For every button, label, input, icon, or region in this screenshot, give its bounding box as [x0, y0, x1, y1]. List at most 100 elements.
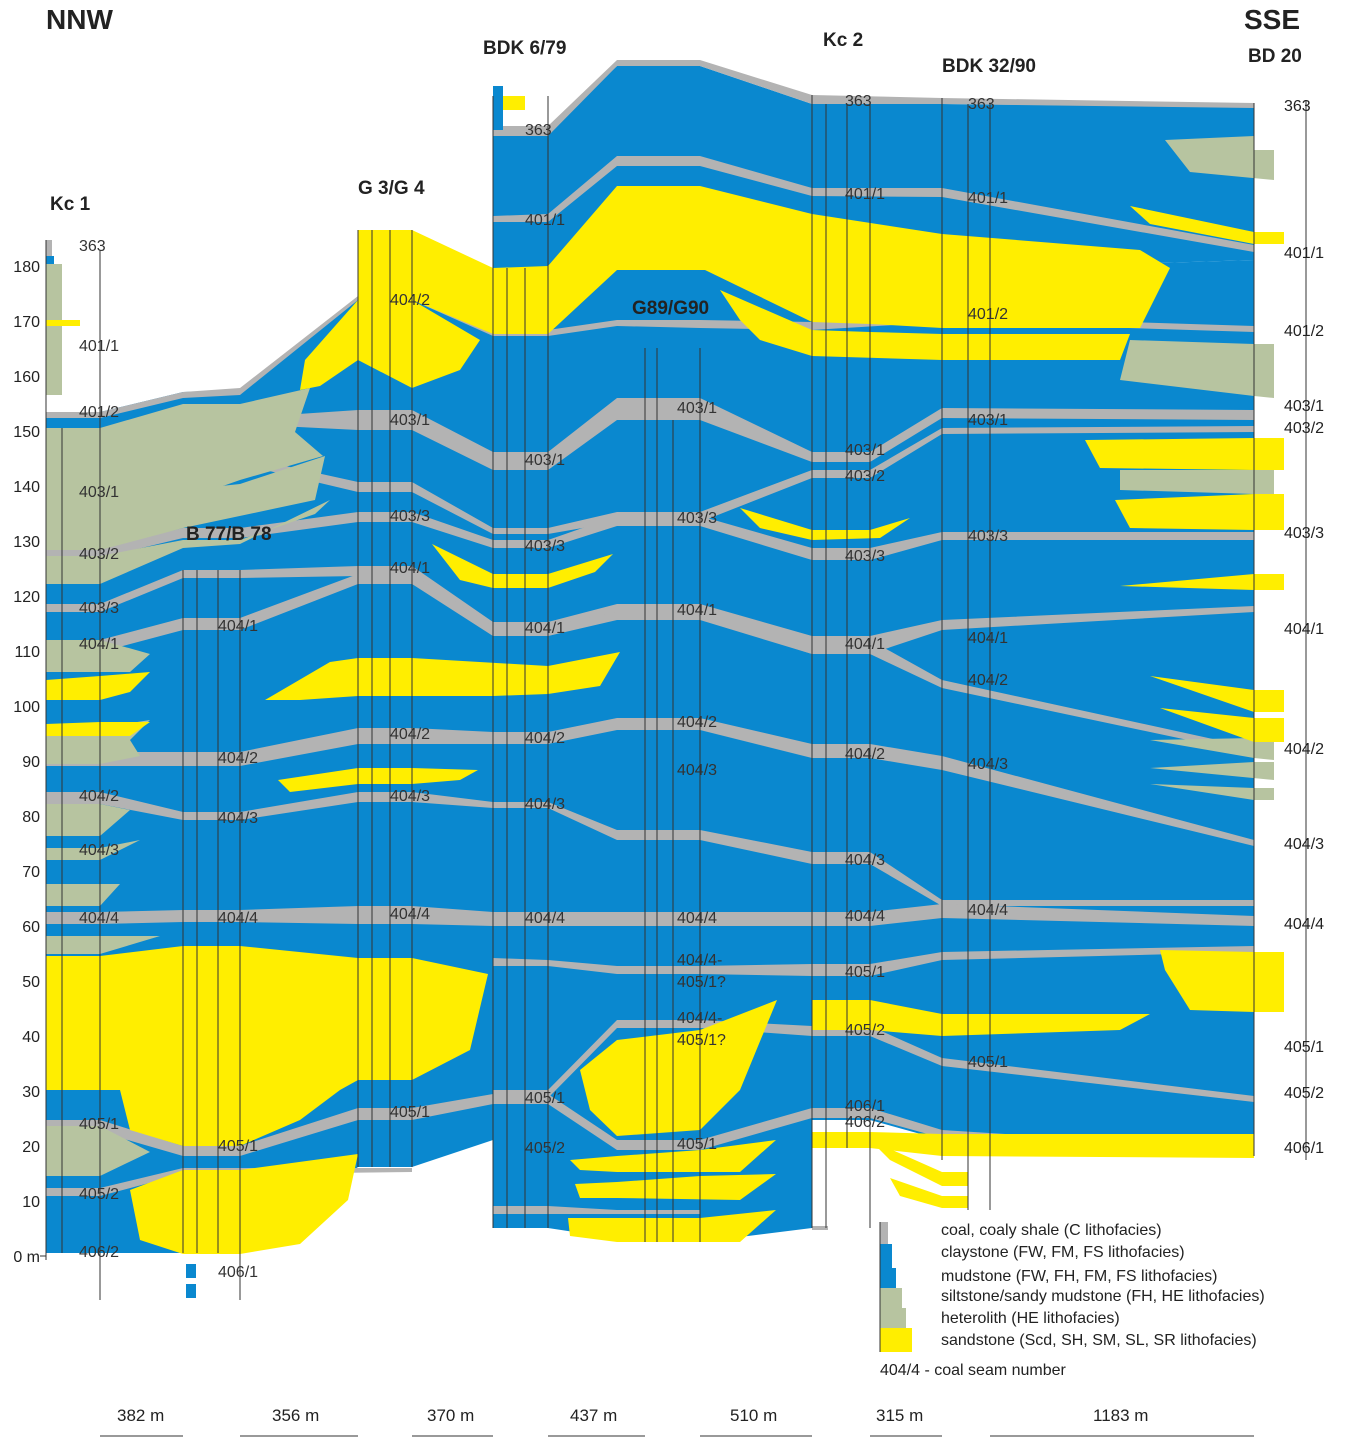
- seam-label: 403/3: [677, 510, 718, 527]
- seam-label: 404/1: [390, 560, 431, 577]
- legend-seam-note: 404/4 - coal seam number: [880, 1362, 1066, 1379]
- seam-label: 406/1: [1284, 1140, 1325, 1157]
- seam-label: 363: [79, 238, 106, 255]
- seam-label: 404/1: [845, 636, 886, 653]
- borehole-bd20: BD 20: [1248, 46, 1302, 67]
- column-fragments: [46, 86, 828, 1298]
- y-tick: 130: [13, 534, 40, 551]
- seam-label: 401/2: [1284, 323, 1325, 340]
- seam-label: 405/1: [390, 1104, 431, 1121]
- legend-item-siltstone: siltstone/sandy mudstone (FH, HE lithofa…: [941, 1288, 1265, 1305]
- seam-label: 401/1: [1284, 245, 1325, 262]
- seam-label: 403/3: [845, 548, 886, 565]
- seam-label: 403/3: [525, 538, 566, 555]
- seam-label: 405/1: [968, 1054, 1009, 1071]
- y-tick: 140: [13, 479, 40, 496]
- seam-label: 403/2: [1284, 420, 1325, 437]
- distance-label: 315 m: [876, 1406, 924, 1425]
- seam-label: 404/4: [1284, 916, 1325, 933]
- seam-label: 404/2: [845, 746, 886, 763]
- seam-label: 404/1: [218, 618, 259, 635]
- seam-label: 406/1: [218, 1264, 259, 1281]
- seam-label: 363: [968, 96, 995, 113]
- legend-swatches: [879, 1222, 912, 1352]
- borehole-lines: [40, 95, 1307, 1300]
- seam-label: 404/3: [968, 756, 1009, 773]
- seam-label: 363: [1284, 98, 1311, 115]
- y-tick: 120: [13, 589, 40, 606]
- seam-label: 404/1: [968, 630, 1009, 647]
- distance-label: 370 m: [427, 1406, 475, 1425]
- seam-label: 405/1: [79, 1116, 120, 1133]
- legend-item-heterolith: heterolith (HE lithofacies): [941, 1310, 1120, 1327]
- seam-label: 403/3: [390, 508, 431, 525]
- y-tick: 90: [22, 754, 40, 771]
- seam-label: 404/1: [1284, 621, 1325, 638]
- y-tick: 160: [13, 369, 40, 386]
- distance-label: 437 m: [570, 1406, 618, 1425]
- y-tick: 30: [22, 1084, 40, 1101]
- y-tick: 0 m: [13, 1249, 40, 1266]
- seam-label: 403/3: [968, 528, 1009, 545]
- seam-label: 404/3: [677, 762, 718, 779]
- seam-label: 404/2: [218, 750, 259, 767]
- seam-label: 363: [845, 93, 872, 110]
- seam-label: 403/2: [79, 546, 120, 563]
- y-tick: 40: [22, 1029, 40, 1046]
- seam-label: 405/2: [79, 1186, 120, 1203]
- seam-label: 404/4-: [677, 952, 723, 969]
- seam-label: 403/1: [677, 400, 718, 417]
- seam-label: 404/4: [968, 902, 1009, 919]
- seam-label: 405/1?: [677, 1032, 726, 1049]
- y-tick: 150: [13, 424, 40, 441]
- seam-label: 404/4: [677, 910, 718, 927]
- seam-label: 404/4: [218, 910, 259, 927]
- legend-item-mudstone: mudstone (FW, FH, FM, FS lithofacies): [941, 1268, 1218, 1285]
- seam-label: 403/1: [525, 452, 566, 469]
- seam-label: 404/4: [79, 910, 120, 927]
- seam-label: 403/1: [968, 412, 1009, 429]
- y-tick: 60: [22, 919, 40, 936]
- seam-label: 405/1: [845, 964, 886, 981]
- seam-label: 404/3: [845, 852, 886, 869]
- seam-label: 404/3: [525, 796, 566, 813]
- seam-label: 405/2: [525, 1140, 566, 1157]
- legend-item-claystone: claystone (FW, FM, FS lithofacies): [941, 1244, 1185, 1261]
- y-tick: 20: [22, 1139, 40, 1156]
- seam-label: 404/4: [845, 908, 886, 925]
- seam-label: 403/1: [79, 484, 120, 501]
- seam-label: 404/2: [390, 292, 431, 309]
- seam-label: 405/1?: [677, 974, 726, 991]
- y-tick: 110: [14, 644, 40, 661]
- y-tick: 70: [22, 864, 40, 881]
- seam-label: 404/2: [525, 730, 566, 747]
- seam-label: 406/2: [79, 1244, 120, 1261]
- seam-label: 404/3: [390, 788, 431, 805]
- seam-label: 404/3: [79, 842, 120, 859]
- coal-seams: [46, 60, 1254, 1214]
- seam-label: 401/2: [79, 404, 120, 421]
- seam-label: 401/2: [968, 306, 1009, 323]
- upper-mudstone: [493, 66, 1254, 270]
- borehole-bdk6: BDK 6/79: [483, 38, 567, 59]
- borehole-b77: B 77/B 78: [186, 524, 272, 545]
- legend-item-sandstone: sandstone (Scd, SH, SM, SL, SR lithofaci…: [941, 1332, 1257, 1349]
- y-tick: 10: [22, 1194, 40, 1211]
- seam-label: 404/2: [1284, 741, 1325, 758]
- seam-label: 404/2: [968, 672, 1009, 689]
- seam-label: 405/2: [845, 1022, 886, 1039]
- y-tick: 50: [22, 974, 40, 991]
- seam-label: 404/1: [677, 602, 718, 619]
- distance-label: 510 m: [730, 1406, 778, 1425]
- seam-label: 404/1: [525, 620, 566, 637]
- direction-left: NNW: [46, 4, 113, 35]
- seam-label: 406/2: [845, 1114, 886, 1131]
- distance-label: 356 m: [272, 1406, 320, 1425]
- y-tick: 180: [13, 259, 40, 276]
- seam-label: 403/3: [79, 600, 120, 617]
- seam-label: 401/1: [968, 190, 1009, 207]
- borehole-kc2: Kc 2: [823, 30, 864, 51]
- seam-label: 403/2: [845, 468, 886, 485]
- borehole-g3: G 3/G 4: [358, 178, 425, 199]
